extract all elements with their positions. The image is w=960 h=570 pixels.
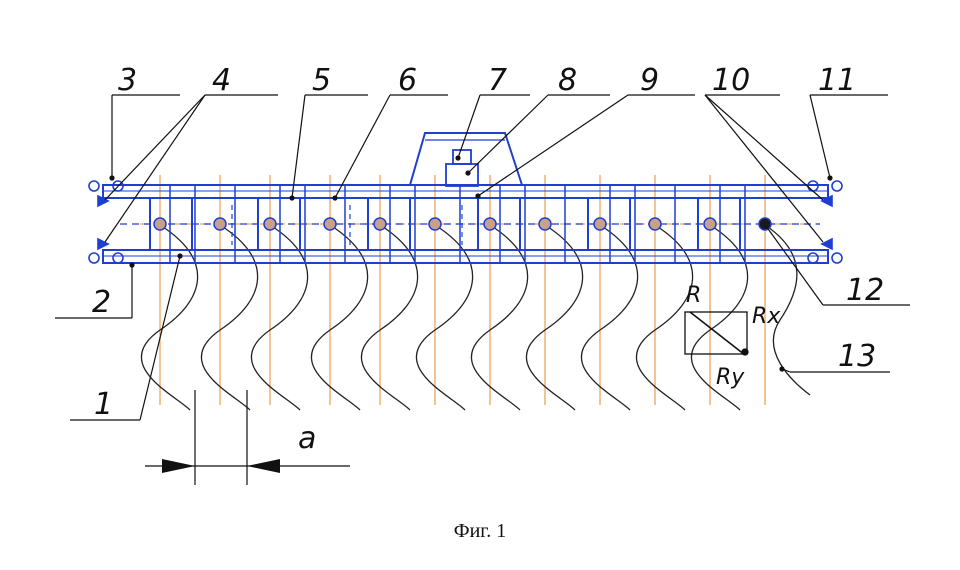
ref-label-1: 1 [94,387,113,422]
module-box [697,197,741,251]
pivot-right-top [820,194,833,208]
wave-curve [416,224,474,411]
leader-dot [177,253,183,259]
ref-label-3: 3 [118,63,137,98]
leader-dots [109,155,833,372]
wave-curve [764,224,811,396]
wave-curve [141,224,199,411]
disk-pivots [153,217,772,231]
leader-11 [809,94,831,179]
wave-curve [201,224,259,411]
force-origin-dot [741,348,749,356]
wheel-right-bottom-b [831,252,843,264]
leader-dot [109,175,115,181]
leader-10b [704,94,824,243]
leader-dot [779,366,785,372]
dimension-arrow-right [247,459,280,473]
pivot-right-bottom [820,237,833,251]
leader-dot [475,193,481,199]
disk-pivot-dark [758,217,772,231]
ref-label-6: 6 [398,63,417,98]
reference-labels: 3 4 5 6 7 8 9 10 11 12 13 2 1 a R Rx Ry [92,63,884,456]
wave-curve [251,224,309,411]
force-label-rx: Rx [752,304,781,329]
ref-label-9: 9 [640,63,659,98]
force-label-ry: Ry [716,365,745,390]
hitch-frame [409,132,523,186]
wheel-right-bottom-a [807,252,819,264]
leader-8 [467,94,549,174]
frame [102,132,829,264]
wheel-left-bottom-a [88,252,100,264]
leader-1 [139,255,181,421]
wave-curve [526,224,584,411]
centerlines [159,175,766,405]
disk-pivot [428,217,442,231]
wave-curve [691,224,749,411]
disk-pivot [703,217,717,231]
figure-caption: Фиг. 1 [453,520,507,542]
disk-pivot [263,217,277,231]
resultant-vector [689,311,746,356]
wheel-right-top-b [831,180,843,192]
force-label-r: R [686,283,701,308]
disk-pivot [323,217,337,231]
force-diagram [684,311,749,356]
wheel-left-bottom-b [112,252,124,264]
leader-dot [455,155,461,161]
ref-label-12: 12 [846,273,884,308]
module-box [587,197,631,251]
dimension-arrow-left [162,459,195,473]
ref-label-2: 2 [92,285,111,320]
dimension-a [145,390,350,485]
wave-curve [636,224,694,411]
disk-pivot [213,217,227,231]
disk-pivot [538,217,552,231]
leader-10a [704,94,824,201]
leader-12 [765,225,824,306]
disk-pivot [373,217,387,231]
ref-label-8: 8 [558,63,577,98]
leader-5 [291,94,306,199]
dimension-label-a: a [298,421,316,456]
pivot-left-bottom [97,237,110,251]
force-rectangle [684,311,748,355]
leader-9 [477,94,629,197]
module-box [257,197,301,251]
leader-lines [55,94,910,421]
leader-dot [465,170,471,176]
leader-dot [289,195,295,201]
wave-curve [581,224,639,411]
leader-7 [457,94,481,159]
wheel-left-top-a [88,180,100,192]
pivot-left-top [97,194,110,208]
leader-6 [334,94,391,199]
ref-label-5: 5 [312,63,331,98]
module-box [149,197,193,251]
ref-label-4: 4 [212,63,231,98]
wave-curves [141,224,811,411]
ref-label-11: 11 [818,63,856,98]
leader-dot [332,195,338,201]
leader-dot [827,175,833,181]
disk-pivot [153,217,167,231]
disk-pivot [648,217,662,231]
module-box [367,197,411,251]
module-box [477,197,521,251]
wave-curve [361,224,419,411]
hitch-box-lower [445,163,479,187]
ref-label-10: 10 [712,63,750,98]
ref-label-13: 13 [838,339,876,374]
wheel-left-top-b [112,180,124,192]
ref-label-7: 7 [488,63,507,98]
wave-curve [471,224,529,411]
wave-curve [311,224,369,411]
disk-pivot [593,217,607,231]
leader-4a [104,94,206,201]
disk-pivot [483,217,497,231]
leader-dot [129,262,135,268]
leader-4b [104,94,206,243]
